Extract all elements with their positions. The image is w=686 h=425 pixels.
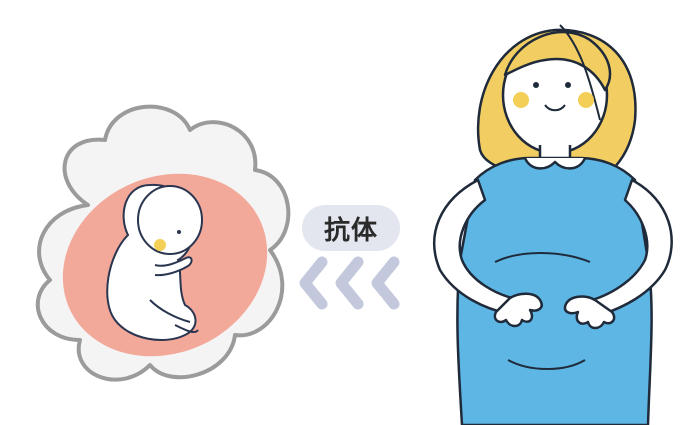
- fetus-icon: [106, 183, 203, 341]
- antibody-label: 抗体: [302, 205, 400, 251]
- chevron-left-icon: [299, 256, 400, 310]
- pregnant-woman-icon: [433, 24, 673, 425]
- antibody-label-text: 抗体: [323, 215, 378, 246]
- label-pill-bg: [302, 205, 400, 251]
